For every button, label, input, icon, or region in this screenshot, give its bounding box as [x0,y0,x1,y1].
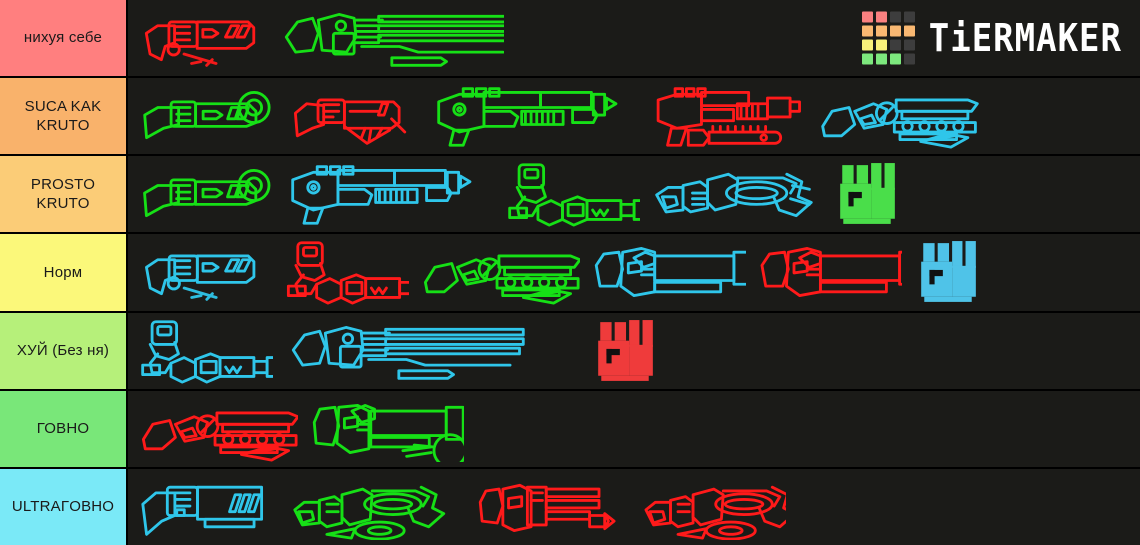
cyan-fist[interactable] [905,234,991,310]
red-energy-pistol[interactable] [281,78,422,154]
tier-row: нихуя себе [0,0,1140,79]
tier-row: PROSTO KRUTO [0,156,1140,235]
green-multibarrel-launcher[interactable] [271,0,507,76]
tier-row: ГОВНО [0,390,1140,469]
green-rail-cannon[interactable] [412,234,583,310]
tier-row: ULTRAГOBHO [0,468,1140,545]
tier-items-container[interactable] [128,156,1140,233]
red-shock-rifle[interactable] [467,469,633,545]
tier-row: SUCA KAK KRUTO [0,78,1140,157]
red-shock-saucer-gun[interactable] [633,469,789,545]
red-revolver-pistol[interactable] [130,0,271,76]
tier-label-5[interactable]: ГОВНО [0,390,128,467]
green-alien-saucer-gun[interactable] [281,469,467,545]
tier-label-1[interactable]: SUCA KAK KRUTO [0,78,128,155]
tier-items-container[interactable] [128,312,1140,389]
tier-label-2[interactable]: PROSTO KRUTO [0,156,128,233]
red-backpack-chainsaw[interactable] [276,234,412,310]
cyan-alien-rifle[interactable] [643,156,824,232]
cyan-backpack-cannon[interactable] [130,313,276,389]
green-scope-pistol[interactable] [130,78,281,154]
tier-items-container[interactable] [128,234,1140,311]
green-orb-cannon[interactable] [301,391,467,467]
cyan-combat-shotgun[interactable] [276,156,497,232]
tier-label-4[interactable]: ХУЙ (Без ня) [0,312,128,389]
cyan-heavy-rail-cannon[interactable] [809,78,990,154]
cyan-revolver-pistol[interactable] [130,234,276,310]
tier-label-3[interactable]: Норм [0,234,128,311]
green-combat-shotgun[interactable] [422,78,643,154]
tier-items-container[interactable] [128,468,1140,545]
tier-row: ХУЙ (Без ня) [0,312,1140,391]
tier-label-0[interactable]: нихуя себе [0,0,128,77]
red-fist[interactable] [582,313,668,389]
tier-label-6[interactable]: ULTRAГOBHO [0,468,128,545]
red-rail-cannon[interactable] [130,391,301,467]
red-chainsaw-rifle[interactable] [643,78,809,154]
green-backpack-cannon[interactable] [497,156,643,232]
tier-row: Норм [0,234,1140,313]
tier-items-container[interactable] [128,390,1140,467]
tier-items-container[interactable] [128,78,1140,155]
red-flame-blaster[interactable] [749,234,905,310]
tier-items-container[interactable] [128,0,1140,77]
cyan-minigun[interactable] [276,313,582,389]
green-scope-pistol[interactable] [130,156,276,232]
green-fist[interactable] [824,156,910,232]
cyan-heavy-blaster[interactable] [583,234,749,310]
cyan-block-pistol[interactable] [130,469,281,545]
